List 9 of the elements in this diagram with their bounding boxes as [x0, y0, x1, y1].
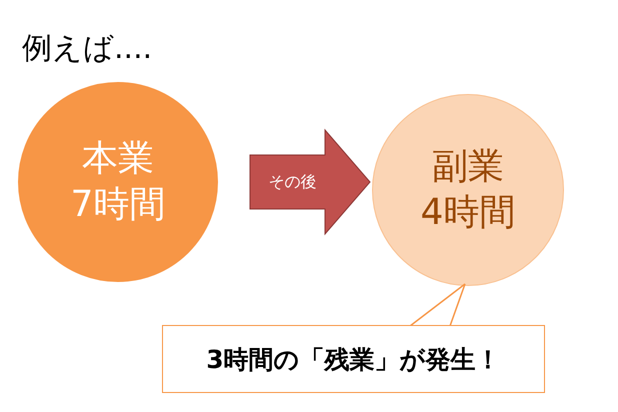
edge-label: その後: [268, 172, 316, 191]
node-text: 4時間: [420, 191, 516, 235]
title: 例えば....: [22, 30, 152, 68]
node-text: 本業: [82, 137, 154, 181]
node-text: 7時間: [70, 183, 166, 227]
block-arrow: [250, 128, 371, 236]
callout-text: 3時間の「残業」が発生！: [206, 344, 501, 376]
node-text: 副業: [432, 145, 504, 189]
callout-box: [162, 325, 545, 393]
